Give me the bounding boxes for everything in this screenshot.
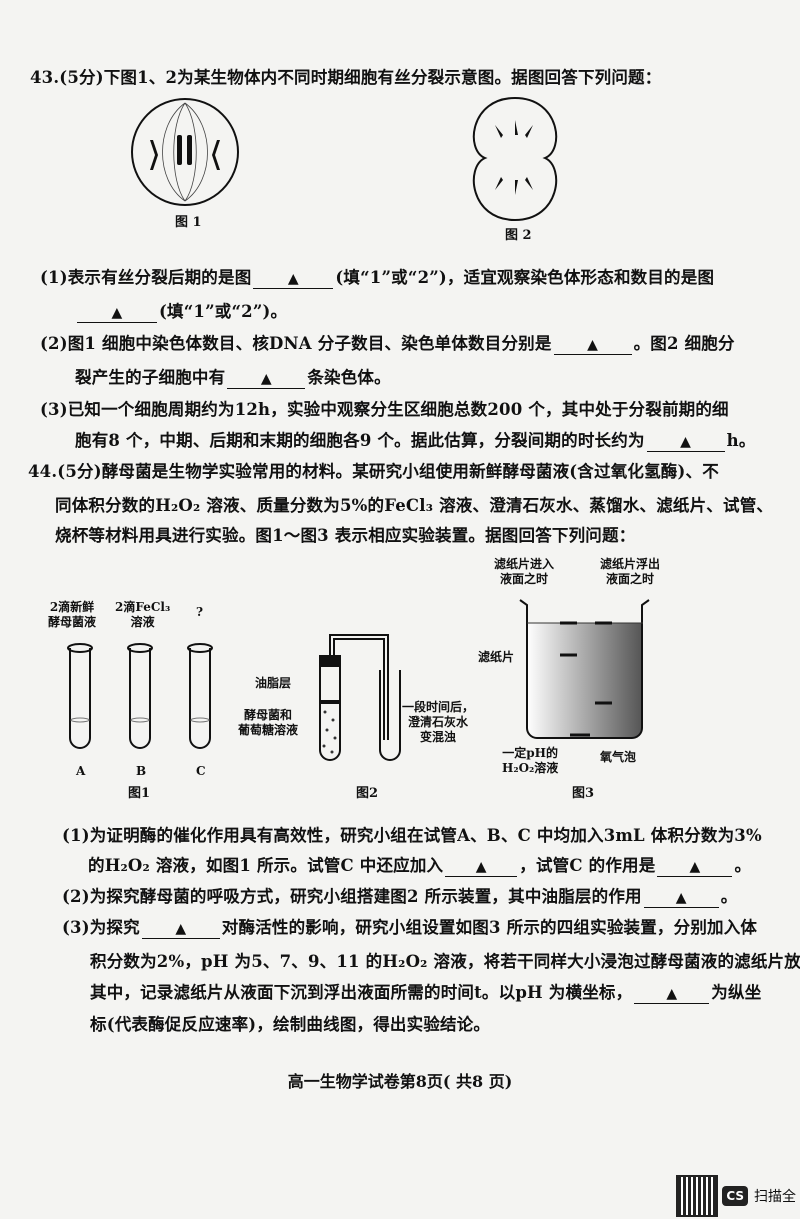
q43-part2-line1: (2)图1 细胞中染色体数目、核DNA 分子数目、染色单体数目分别是▲。图2 细…: [40, 334, 735, 355]
text: 。图2 细胞分: [633, 334, 735, 353]
q44-part3-line2: 积分数为2%，pH 为5、7、9、11 的H₂O₂ 溶液，将若干同样大小浸泡过酵…: [90, 952, 800, 971]
q44-part1-line2: 的H₂O₂ 溶液，如图1 所示。试管C 中还应加入▲，试管C 的作用是▲。: [88, 856, 751, 877]
answer-blank[interactable]: ▲: [643, 888, 719, 908]
scanner-text: 扫描全: [754, 1189, 796, 1205]
figure1-caption: 图1: [128, 786, 151, 801]
answer-blank[interactable]: ▲: [227, 369, 306, 389]
text: 条染色体。: [307, 368, 391, 387]
paper-enter-label: 滤纸片进入 液面之时: [494, 557, 555, 586]
text: 。: [720, 887, 738, 906]
q43-part1-line2: ▲(填“1”或“2”)。: [75, 302, 287, 323]
answer-blank[interactable]: ▲: [646, 432, 725, 452]
text: h。: [726, 431, 756, 450]
text: (2)为探究酵母菌的呼吸方式，研究小组搭建图2 所示装置，其中油脂层的作用: [62, 887, 642, 906]
figure3-beaker: [519, 595, 650, 739]
text: 裂产生的子细胞中有: [75, 368, 226, 387]
limewater-label: 一段时间后， 澄清石灰水 变混浊: [402, 700, 475, 744]
q43-part1-line1: (1)表示有丝分裂后期的是图▲(填“1”或“2”)，适宜观察染色体形态和数目的是…: [40, 268, 714, 289]
tube-a-letter: A: [76, 764, 86, 778]
figure3-caption: 图3: [572, 786, 595, 801]
q44-intro-line2: 同体积分数的H₂O₂ 溶液、质量分数为5%的FeCl₃ 溶液、澄清石灰水、蒸馏水…: [55, 496, 774, 515]
q44-part3-line3: 其中，记录滤纸片从液面下沉到浮出液面所需的时间t。以pH 为横坐标，▲为纵坐: [90, 983, 761, 1004]
figure2-caption: 图 2: [505, 228, 532, 243]
text: 对酶活性的影响，研究小组设置如图3 所示的四组实验装置，分别加入体: [221, 918, 758, 937]
text: 为纵坐: [711, 983, 762, 1002]
oxygen-bubble-label: 氧气泡: [600, 750, 637, 764]
figure1-test-tubes: [67, 643, 213, 749]
q44-intro-line3: 烧杯等材料用具进行实验。图1～图3 表示相应实验装置。据图回答下列问题：: [55, 526, 636, 545]
tube-b-label: 2滴FeCl₃ 溶液: [115, 600, 171, 629]
figure2-caption: 图2: [356, 786, 379, 801]
answer-blank[interactable]: ▲: [77, 303, 157, 323]
tube-c-letter: C: [196, 764, 206, 778]
q44-part3-line4: 标(代表酶促反应速率)，绘制曲线图，得出实验结论。: [90, 1015, 491, 1034]
text: (填“1”或“2”)，适宜观察染色体形态和数目的是图: [335, 268, 715, 287]
text: (1)表示有丝分裂后期的是图: [40, 268, 252, 287]
figure2-cell-diagram: [472, 96, 558, 222]
scanner-watermark: CS 扫描全: [676, 1175, 796, 1217]
answer-blank[interactable]: ▲: [553, 335, 632, 355]
text: ，试管C 的作用是: [519, 856, 656, 875]
answer-blank[interactable]: ▲: [445, 857, 518, 877]
q44-title: 44.(5分)酵母菌是生物学实验常用的材料。某研究小组使用新鲜酵母菌液(含过氧化…: [28, 462, 719, 481]
q43-title: 43.(5分)下图1、2为某生物体内不同时期细胞有丝分裂示意图。据图回答下列问题…: [30, 68, 662, 87]
yeast-solution-label: 酵母菌和 葡萄糖溶液: [238, 708, 299, 737]
q43-part3-line1: (3)已知一个细胞周期约为12h，实验中观察分生区细胞总数200 个，其中处于分…: [40, 400, 729, 419]
qr-code-icon: [676, 1175, 719, 1217]
filter-paper-label: 滤纸片: [478, 650, 515, 664]
camscanner-logo-icon: CS: [722, 1186, 748, 1206]
answer-blank[interactable]: ▲: [657, 857, 733, 877]
tube-a-label: 2滴新鲜 酵母菌液: [48, 600, 97, 629]
figure2-apparatus: [319, 634, 401, 761]
text: (3)为探究: [62, 918, 140, 937]
q43-part2-line2: 裂产生的子细胞中有▲条染色体。: [75, 368, 391, 389]
oil-layer-label: 油脂层: [255, 676, 292, 690]
figure1-caption: 图 1: [175, 215, 202, 230]
page-footer: 高一生物学试卷第8页( 共8 页): [287, 1072, 513, 1091]
q44-part2-line1: (2)为探究酵母菌的呼吸方式，研究小组搭建图2 所示装置，其中油脂层的作用▲。: [62, 887, 737, 908]
answer-blank[interactable]: ▲: [253, 269, 334, 289]
paper-float-label: 滤纸片浮出 液面之时: [600, 557, 661, 586]
answer-blank[interactable]: ▲: [634, 984, 710, 1004]
text: 胞有8 个，中期、后期和末期的细胞各9 个。据此估算，分裂间期的时长约为: [75, 431, 645, 450]
q44-part3-line1: (3)为探究▲对酶活性的影响，研究小组设置如图3 所示的四组实验装置，分别加入体: [62, 918, 757, 939]
q44-part1-line1: (1)为证明酶的催化作用具有高效性，研究小组在试管A、B、C 中均加入3mL 体…: [62, 826, 762, 845]
text: (2)图1 细胞中染色体数目、核DNA 分子数目、染色单体数目分别是: [40, 334, 552, 353]
q43-part3-line2: 胞有8 个，中期、后期和末期的细胞各9 个。据此估算，分裂间期的时长约为▲h。: [75, 431, 756, 452]
text: (填“1”或“2”)。: [159, 302, 288, 321]
h2o2-solution-label: 一定pH的 H₂O₂溶液: [502, 746, 559, 775]
tube-c-label: ?: [196, 605, 204, 619]
figure1-cell-diagram: [131, 98, 239, 206]
text: 。: [734, 856, 752, 875]
tube-b-letter: B: [136, 764, 147, 778]
answer-blank[interactable]: ▲: [141, 919, 220, 939]
text: 其中，记录滤纸片从液面下沉到浮出液面所需的时间t。以pH 为横坐标，: [90, 983, 633, 1002]
text: 的H₂O₂ 溶液，如图1 所示。试管C 中还应加入: [88, 856, 444, 875]
